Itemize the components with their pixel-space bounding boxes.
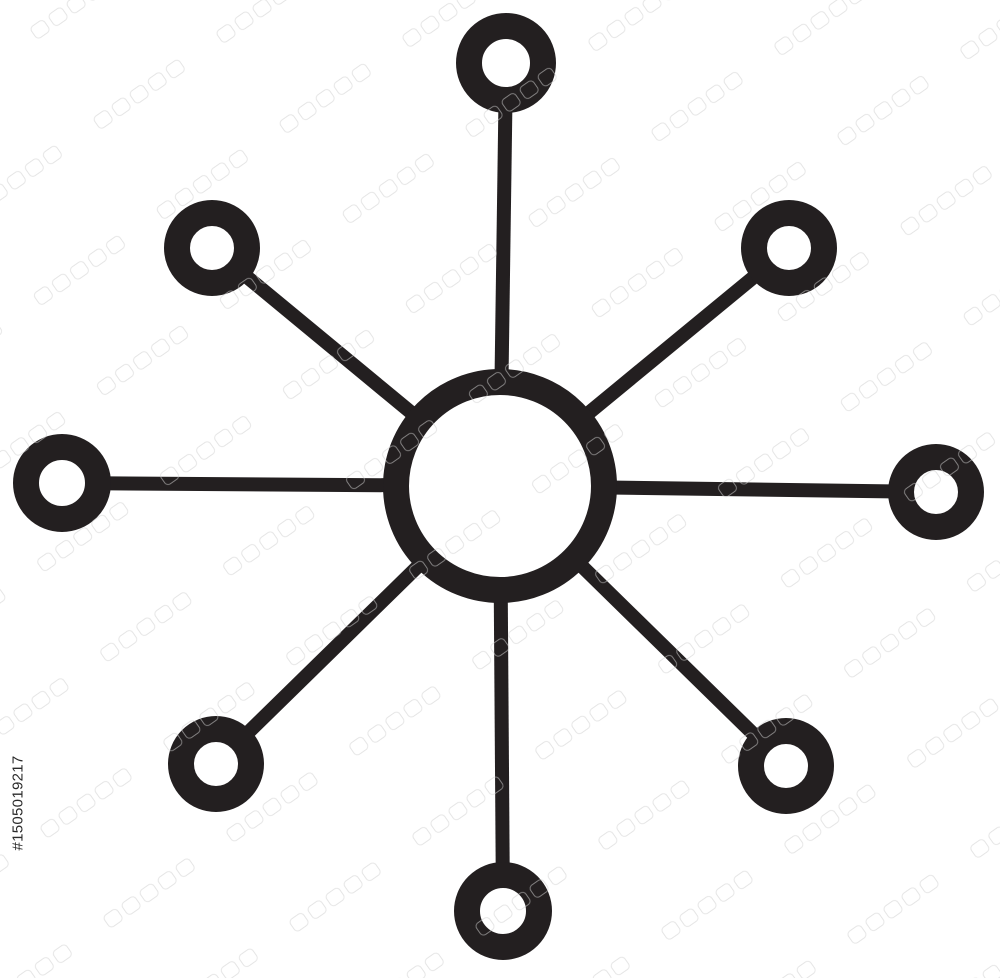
node-bottom (454, 862, 552, 960)
node-bottom-right (738, 718, 834, 814)
node-top (456, 13, 556, 113)
node-top-right (741, 200, 837, 296)
node-top-left (164, 200, 260, 296)
stock-id-label: #1505019217 (4, 740, 32, 866)
node-bottom-left (168, 716, 264, 812)
center-hub-node (383, 369, 617, 603)
node-left (13, 434, 111, 532)
stock-id-text: #1505019217 (9, 755, 27, 851)
node-right (888, 444, 984, 540)
